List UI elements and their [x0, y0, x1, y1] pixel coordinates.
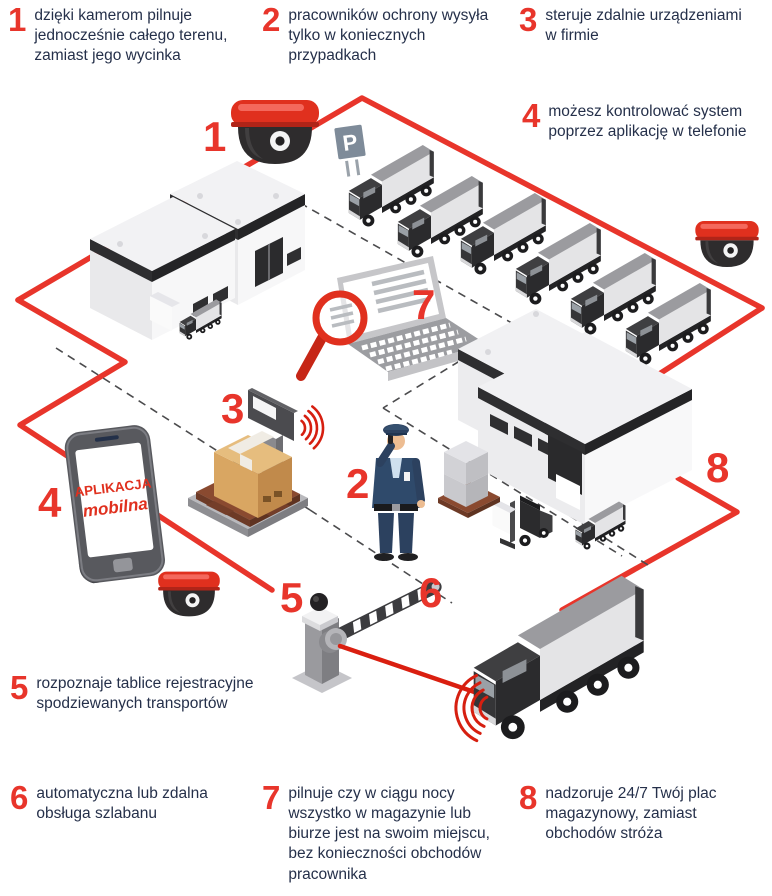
callout-5-text: rozpoznaje tablice rejestracyjne spodzie… [36, 675, 254, 713]
mobile-app-phone: APLIKACJA mobilna [64, 425, 165, 584]
license-plate-laser [337, 643, 489, 699]
scene-marker-5: 5 [280, 574, 303, 621]
barrier-arm [334, 580, 442, 641]
callout-3-text: steruje zdalnie urządzeniami w firmie [545, 7, 742, 45]
callout-8: 8 nadzoruje 24/7 Twój plac magazynowy, z… [519, 779, 759, 844]
scene-marker-6: 6 [419, 569, 442, 616]
parking-sign: P [331, 122, 369, 177]
callout-2-text: pracowników ochrony wysyła tylko w konie… [288, 7, 489, 65]
dome-camera-right [695, 220, 759, 268]
callout-6: 6 automatyczna lub zdalna obsługa szlaba… [10, 779, 245, 824]
callout-6-text: automatyczna lub zdalna obsługa szlabanu [36, 785, 208, 823]
entrance-truck [473, 575, 644, 740]
callout-7-number: 7 [262, 779, 280, 816]
truck-radio-waves [454, 670, 530, 746]
callout-1-number: 1 [8, 1, 26, 38]
callout-3-number: 3 [519, 1, 537, 38]
parking-sign-letter: P [341, 129, 359, 156]
callout-6-number: 6 [10, 779, 28, 816]
callout-2: 2 pracowników ochrony wysyła tylko w kon… [262, 1, 502, 66]
dome-camera-main [231, 100, 319, 164]
callout-4-text: możesz kontrolować system poprzez aplika… [548, 103, 747, 141]
laptop-monitoring [296, 256, 486, 381]
scale-station [188, 388, 325, 563]
callout-8-text: nadzoruje 24/7 Twój plac magazynowy, zam… [545, 785, 717, 843]
scale-radio-waves [267, 399, 325, 457]
scene-marker-4: 4 [38, 479, 61, 526]
callout-3: 3 steruje zdalnie urządzeniami w firmie [519, 1, 754, 46]
forklift-icon [492, 495, 553, 550]
callout-2-number: 2 [262, 1, 280, 38]
barrier-gate [292, 580, 442, 693]
callout-1-text: dzięki kamerom pilnuje jednocześnie całe… [34, 7, 228, 65]
dome-camera-left [158, 571, 220, 617]
callout-5-number: 5 [10, 669, 28, 706]
scene-marker-1: 1 [203, 113, 226, 160]
cardboard-box [214, 431, 292, 518]
security-guard [372, 424, 425, 561]
callout-7-text: pilnuje czy w ciągu nocy wszystko w maga… [288, 785, 490, 883]
callout-4-number: 4 [522, 97, 540, 134]
callout-5: 5 rozpoznaje tablice rejestracyjne spodz… [10, 669, 275, 714]
scene-marker-8: 8 [706, 444, 729, 491]
magnifier-icon [296, 290, 368, 381]
scene-marker-7: 7 [412, 281, 435, 328]
scene-marker-3: 3 [221, 385, 244, 432]
warehouse-left [90, 161, 305, 340]
callout-4: 4 możesz kontrolować system poprzez apli… [522, 97, 762, 142]
callout-1: 1 dzięki kamerom pilnuje jednocześnie ca… [8, 1, 243, 66]
scale-display [248, 388, 298, 563]
scene-marker-2: 2 [346, 460, 369, 507]
callout-7: 7 pilnuje czy w ciągu nocy wszystko w ma… [262, 779, 497, 885]
pallet-boxes [438, 441, 500, 518]
warehouse-right [458, 309, 692, 550]
callout-8-number: 8 [519, 779, 537, 816]
